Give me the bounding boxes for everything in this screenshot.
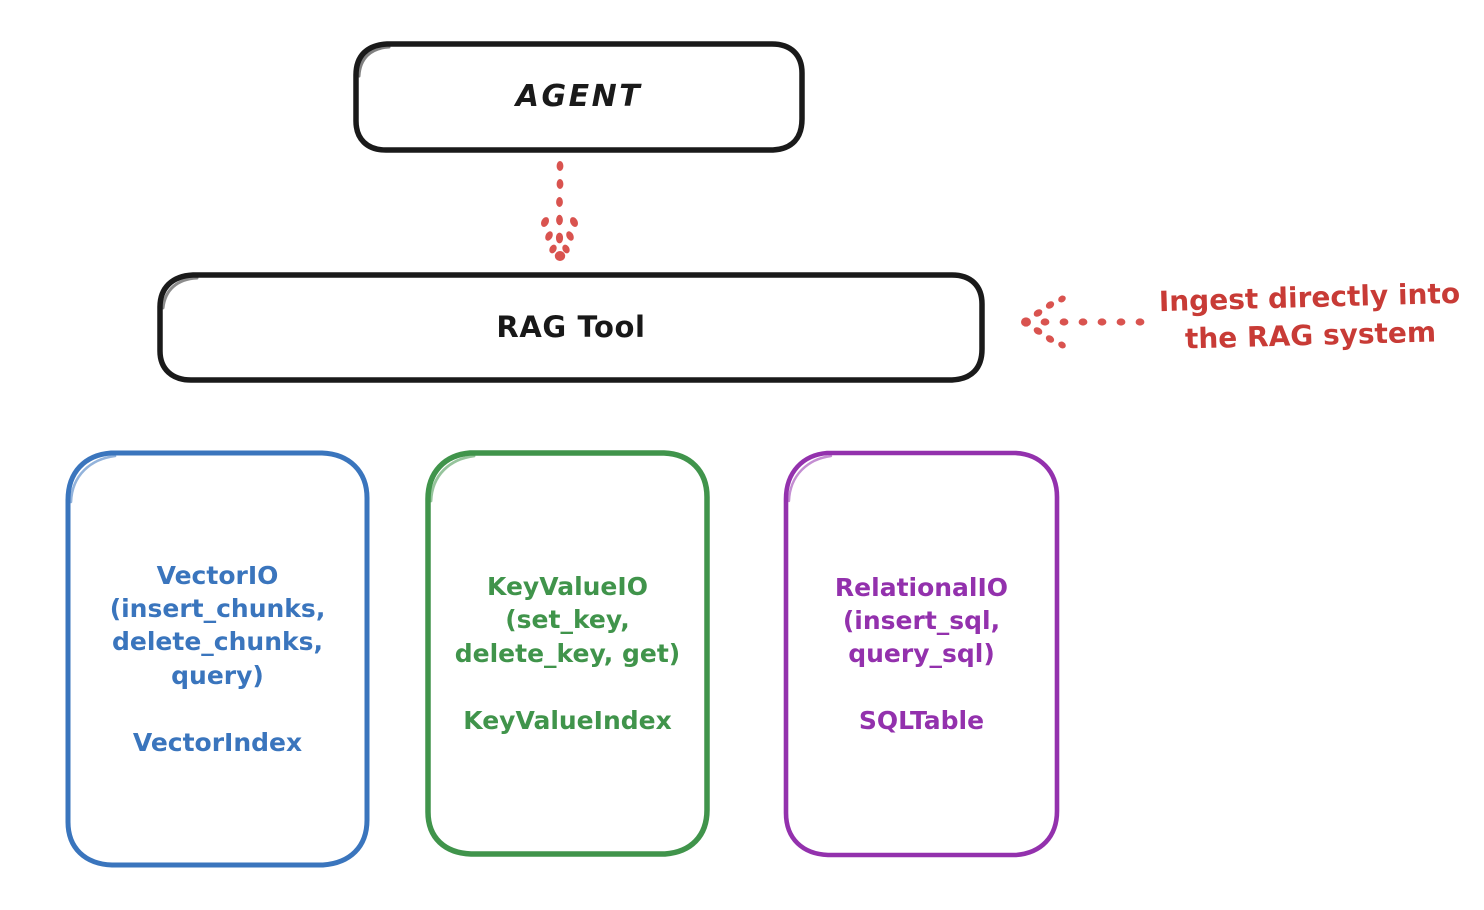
- ingest-connector: [1021, 295, 1145, 349]
- rag-tool-label: RAG Tool: [496, 309, 646, 344]
- vector-io-label: VectorIO (insert_chunks, delete_chunks, …: [109, 560, 326, 690]
- node-vector-io[interactable]: VectorIO (insert_chunks, delete_chunks, …: [65, 450, 370, 868]
- key-value-io-label: KeyValueIO (set_key, delete_key, get): [454, 572, 681, 668]
- relational-io-label: RelationalIO (insert_sql, query_sql): [834, 572, 1009, 669]
- node-rag-tool[interactable]: RAG Tool: [157, 272, 985, 383]
- agent-label: AGENT: [515, 78, 643, 114]
- ingest-annotation-text: Ingest directly into the RAG system: [1158, 276, 1461, 356]
- vector-index-label: VectorIndex: [132, 727, 303, 757]
- key-value-index-label: KeyValueIndex: [463, 705, 672, 735]
- node-relational-io[interactable]: RelationalIO (insert_sql, query_sql) SQL…: [783, 450, 1060, 858]
- sql-table-label: SQLTable: [858, 706, 985, 736]
- agent-to-rag-connector: [540, 161, 579, 261]
- node-agent[interactable]: AGENT: [353, 41, 805, 153]
- node-key-value-io[interactable]: KeyValueIO (set_key, delete_key, get) Ke…: [425, 450, 710, 857]
